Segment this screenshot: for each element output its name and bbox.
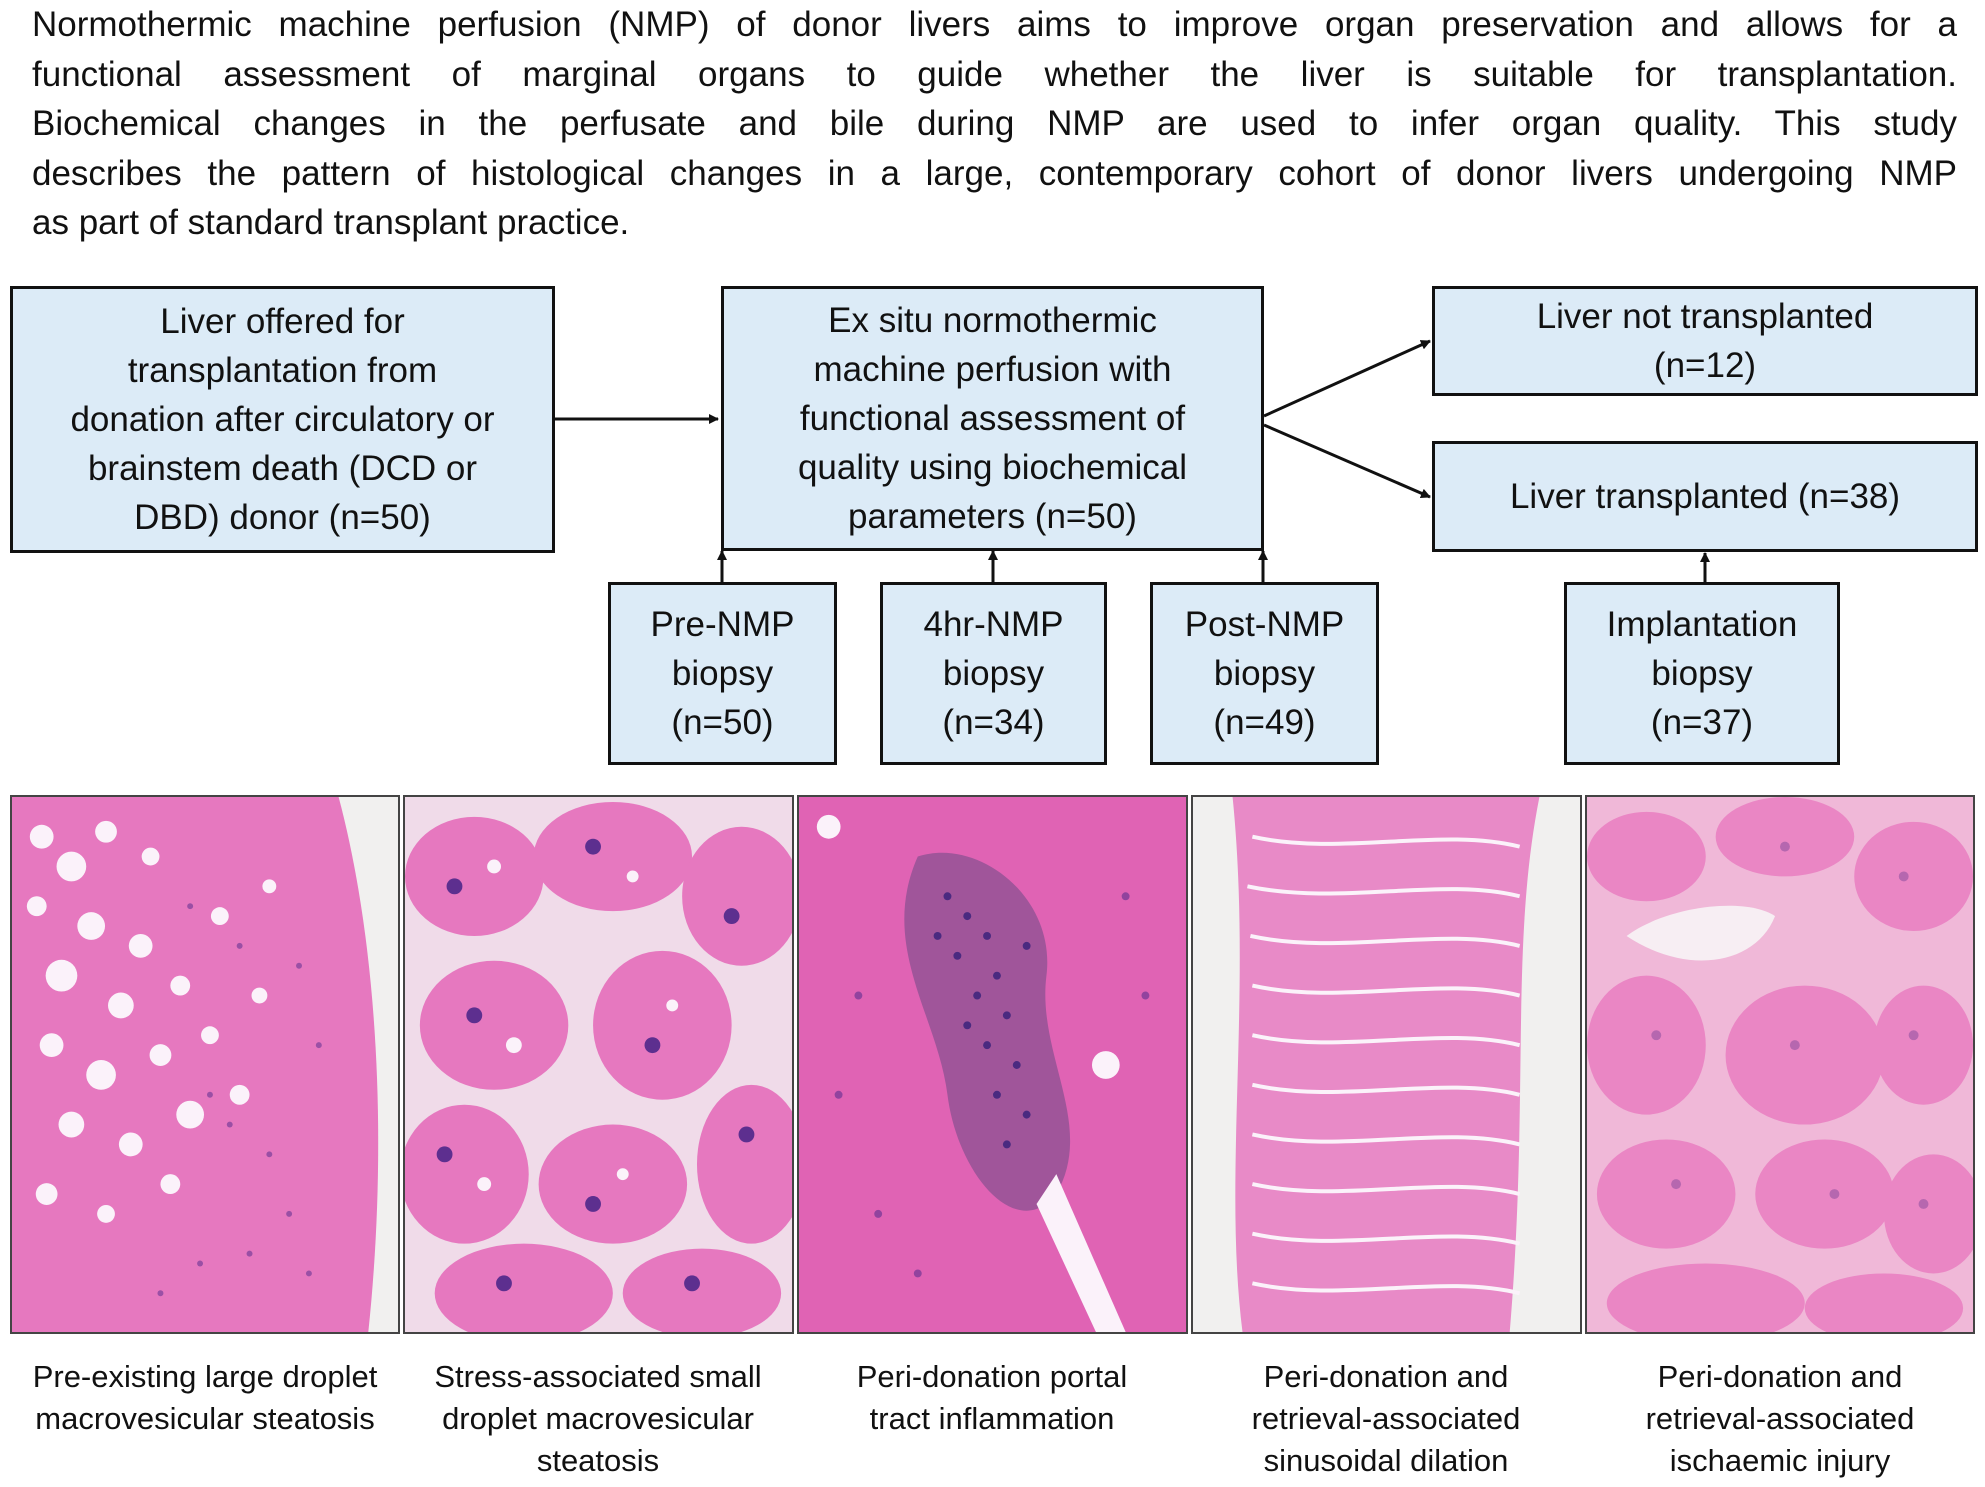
- histology-panel-large-droplet-steatosis: [10, 795, 400, 1334]
- box-line: DBD) donor (n=50): [134, 498, 431, 537]
- box-line: biopsy: [1213, 654, 1316, 693]
- caption-ischaemic-injury: Peri-donation and retrieval-associated i…: [1580, 1356, 1980, 1482]
- caption-sinusoidal-dilation: Peri-donation and retrieval-associated s…: [1186, 1356, 1586, 1482]
- box-line: 4hr-NMP: [923, 605, 1064, 644]
- box-line: machine perfusion with: [813, 350, 1172, 389]
- caption-portal-tract-inflammation: Peri-donation portal tract inflammation: [792, 1356, 1192, 1440]
- box-line: (n=37): [1650, 703, 1754, 742]
- histology-image: [1193, 797, 1580, 1332]
- box-line: brainstem death (DCD or: [87, 449, 478, 488]
- caption-line: tract inflammation: [869, 1401, 1115, 1436]
- box-line: Pre-NMP: [650, 605, 795, 644]
- histology-image: [12, 797, 398, 1332]
- histology-image: [405, 797, 792, 1332]
- caption-small-droplet-steatosis: Stress-associated small droplet macroves…: [398, 1356, 798, 1482]
- histology-panel-sinusoidal-dilation: [1191, 795, 1582, 1334]
- caption-line: Peri-donation portal: [856, 1359, 1128, 1394]
- pre-nmp-biopsy-box: Pre-NMP biopsy (n=50): [608, 582, 837, 765]
- box-line: Liver not transplanted: [1536, 297, 1874, 336]
- box-line: (n=12): [1653, 346, 1757, 385]
- abstract-line: describes the pattern of histological ch…: [32, 153, 1957, 193]
- box-line: Ex situ normothermic: [828, 301, 1157, 340]
- post-nmp-biopsy-box: Post-NMP biopsy (n=49): [1150, 582, 1379, 765]
- caption-line: sinusoidal dilation: [1263, 1443, 1509, 1478]
- caption-large-droplet-steatosis: Pre-existing large droplet macrovesicula…: [5, 1356, 405, 1440]
- histology-panel-small-droplet-steatosis: [403, 795, 794, 1334]
- caption-line: Stress-associated small: [434, 1359, 762, 1394]
- histology-panel-portal-tract-inflammation: [797, 795, 1188, 1334]
- implantation-biopsy-box: Implantation biopsy (n=37): [1564, 582, 1840, 765]
- nmp-box: Ex situ normothermic machine perfusion w…: [721, 286, 1264, 551]
- caption-line: retrieval-associated: [1645, 1401, 1915, 1436]
- histology-image: [1587, 797, 1973, 1332]
- caption-line: droplet macrovesicular: [442, 1401, 754, 1436]
- box-line: Implantation: [1606, 605, 1798, 644]
- box-line: (n=50): [671, 703, 774, 742]
- abstract-line: functional assessment of marginal organs…: [32, 54, 1957, 94]
- caption-line: steatosis: [536, 1443, 660, 1478]
- caption-line: retrieval-associated: [1251, 1401, 1521, 1436]
- box-line: biopsy: [671, 654, 774, 693]
- caption-line: Peri-donation and: [1657, 1359, 1903, 1394]
- abstract-line: Biochemical changes in the perfusate and…: [32, 104, 1957, 143]
- box-line: Liver offered for: [160, 302, 405, 341]
- box-line: Post-NMP: [1184, 605, 1345, 644]
- donor-box: Liver offered for transplantation from d…: [10, 286, 555, 553]
- arrow-nmp-to-transplanted: [1263, 423, 1431, 499]
- box-line: donation after circulatory or: [70, 400, 495, 439]
- box-line: quality using biochemical: [797, 448, 1188, 487]
- abstract-line: Normothermic machine perfusion (NMP) of …: [32, 5, 1957, 44]
- histology-panel-ischaemic-injury: [1585, 795, 1975, 1334]
- caption-line: macrovesicular steatosis: [35, 1401, 375, 1436]
- box-line: biopsy: [1651, 654, 1753, 693]
- box-line: biopsy: [942, 654, 1045, 693]
- box-line: (n=49): [1213, 703, 1316, 742]
- 4hr-nmp-biopsy-box: 4hr-NMP biopsy (n=34): [880, 582, 1107, 765]
- box-line: (n=34): [942, 703, 1045, 742]
- flowchart-arrows: [554, 339, 1710, 582]
- box-line: Liver transplanted (n=38): [1509, 477, 1901, 516]
- box-line: parameters (n=50): [848, 497, 1137, 536]
- caption-line: ischaemic injury: [1669, 1443, 1891, 1478]
- abstract-line: as part of standard transplant practice.: [32, 203, 630, 242]
- box-line: functional assessment of: [799, 399, 1186, 438]
- box-line: transplantation from: [127, 351, 438, 390]
- not-transplanted-box: Liver not transplanted (n=12): [1432, 286, 1978, 396]
- caption-line: Peri-donation and: [1263, 1359, 1509, 1394]
- abstract-paragraph: Normothermic machine perfusion (NMP) of …: [32, 0, 1957, 248]
- caption-line: Pre-existing large droplet: [32, 1359, 378, 1394]
- arrow-nmp-to-not-transplanted: [1263, 339, 1431, 418]
- histology-image: [799, 797, 1186, 1332]
- transplanted-box: Liver transplanted (n=38): [1432, 441, 1978, 552]
